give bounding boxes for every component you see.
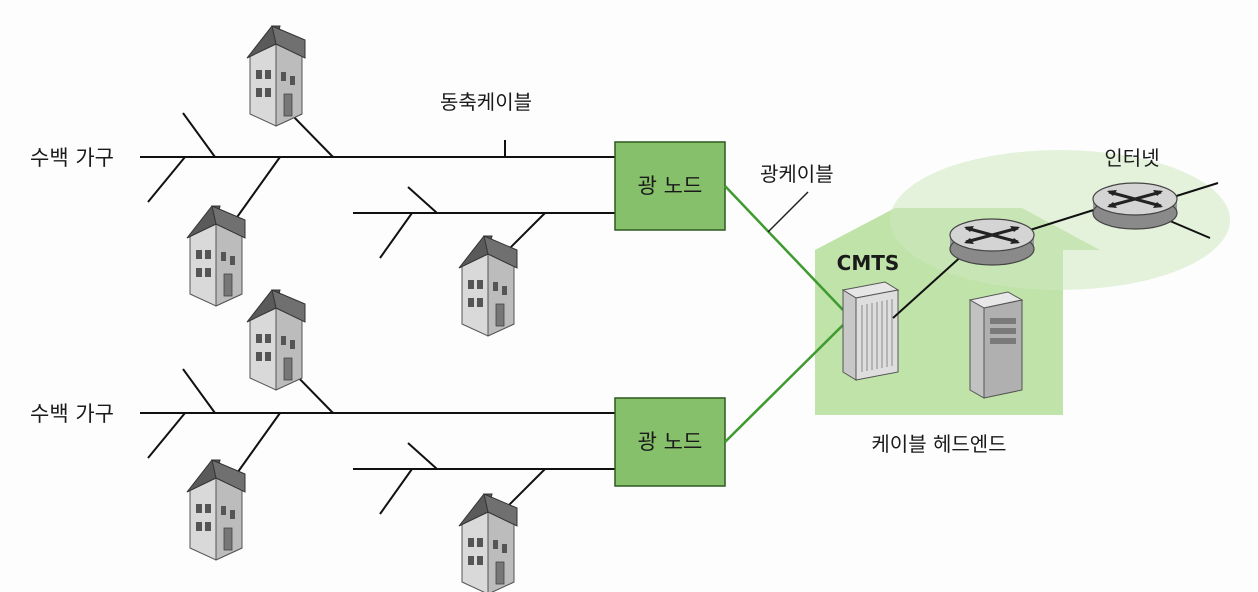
headend-router-icon	[948, 217, 1036, 267]
cable-headend-label: 케이블 헤드엔드	[871, 432, 1006, 456]
fiber-node-label-top: 광 노드	[638, 174, 703, 198]
fiber-node-label-bottom: 광 노드	[638, 430, 703, 454]
house-icon	[246, 289, 306, 391]
house-icon	[458, 493, 518, 592]
internet-label: 인터넷	[1104, 146, 1159, 170]
fiber-node-bottom	[614, 397, 726, 487]
coax-cable-label: 동축케이블	[440, 90, 532, 114]
fiber-cable-label: 광케이블	[760, 162, 834, 186]
fiber-label-leader	[767, 191, 809, 233]
house-icon	[186, 459, 246, 561]
server-icon	[968, 291, 1024, 399]
house-icon	[458, 235, 518, 337]
cmts-icon	[841, 281, 900, 381]
internet-router-icon	[1091, 181, 1179, 231]
house-icon	[186, 205, 246, 307]
fiber-node-top	[614, 141, 726, 231]
households-label-top: 수백 가구	[30, 146, 114, 170]
households-label-bottom: 수백 가구	[30, 402, 114, 426]
fiber-lines	[724, 185, 844, 443]
cmts-label: CMTS	[837, 251, 900, 275]
house-icon	[246, 25, 306, 127]
